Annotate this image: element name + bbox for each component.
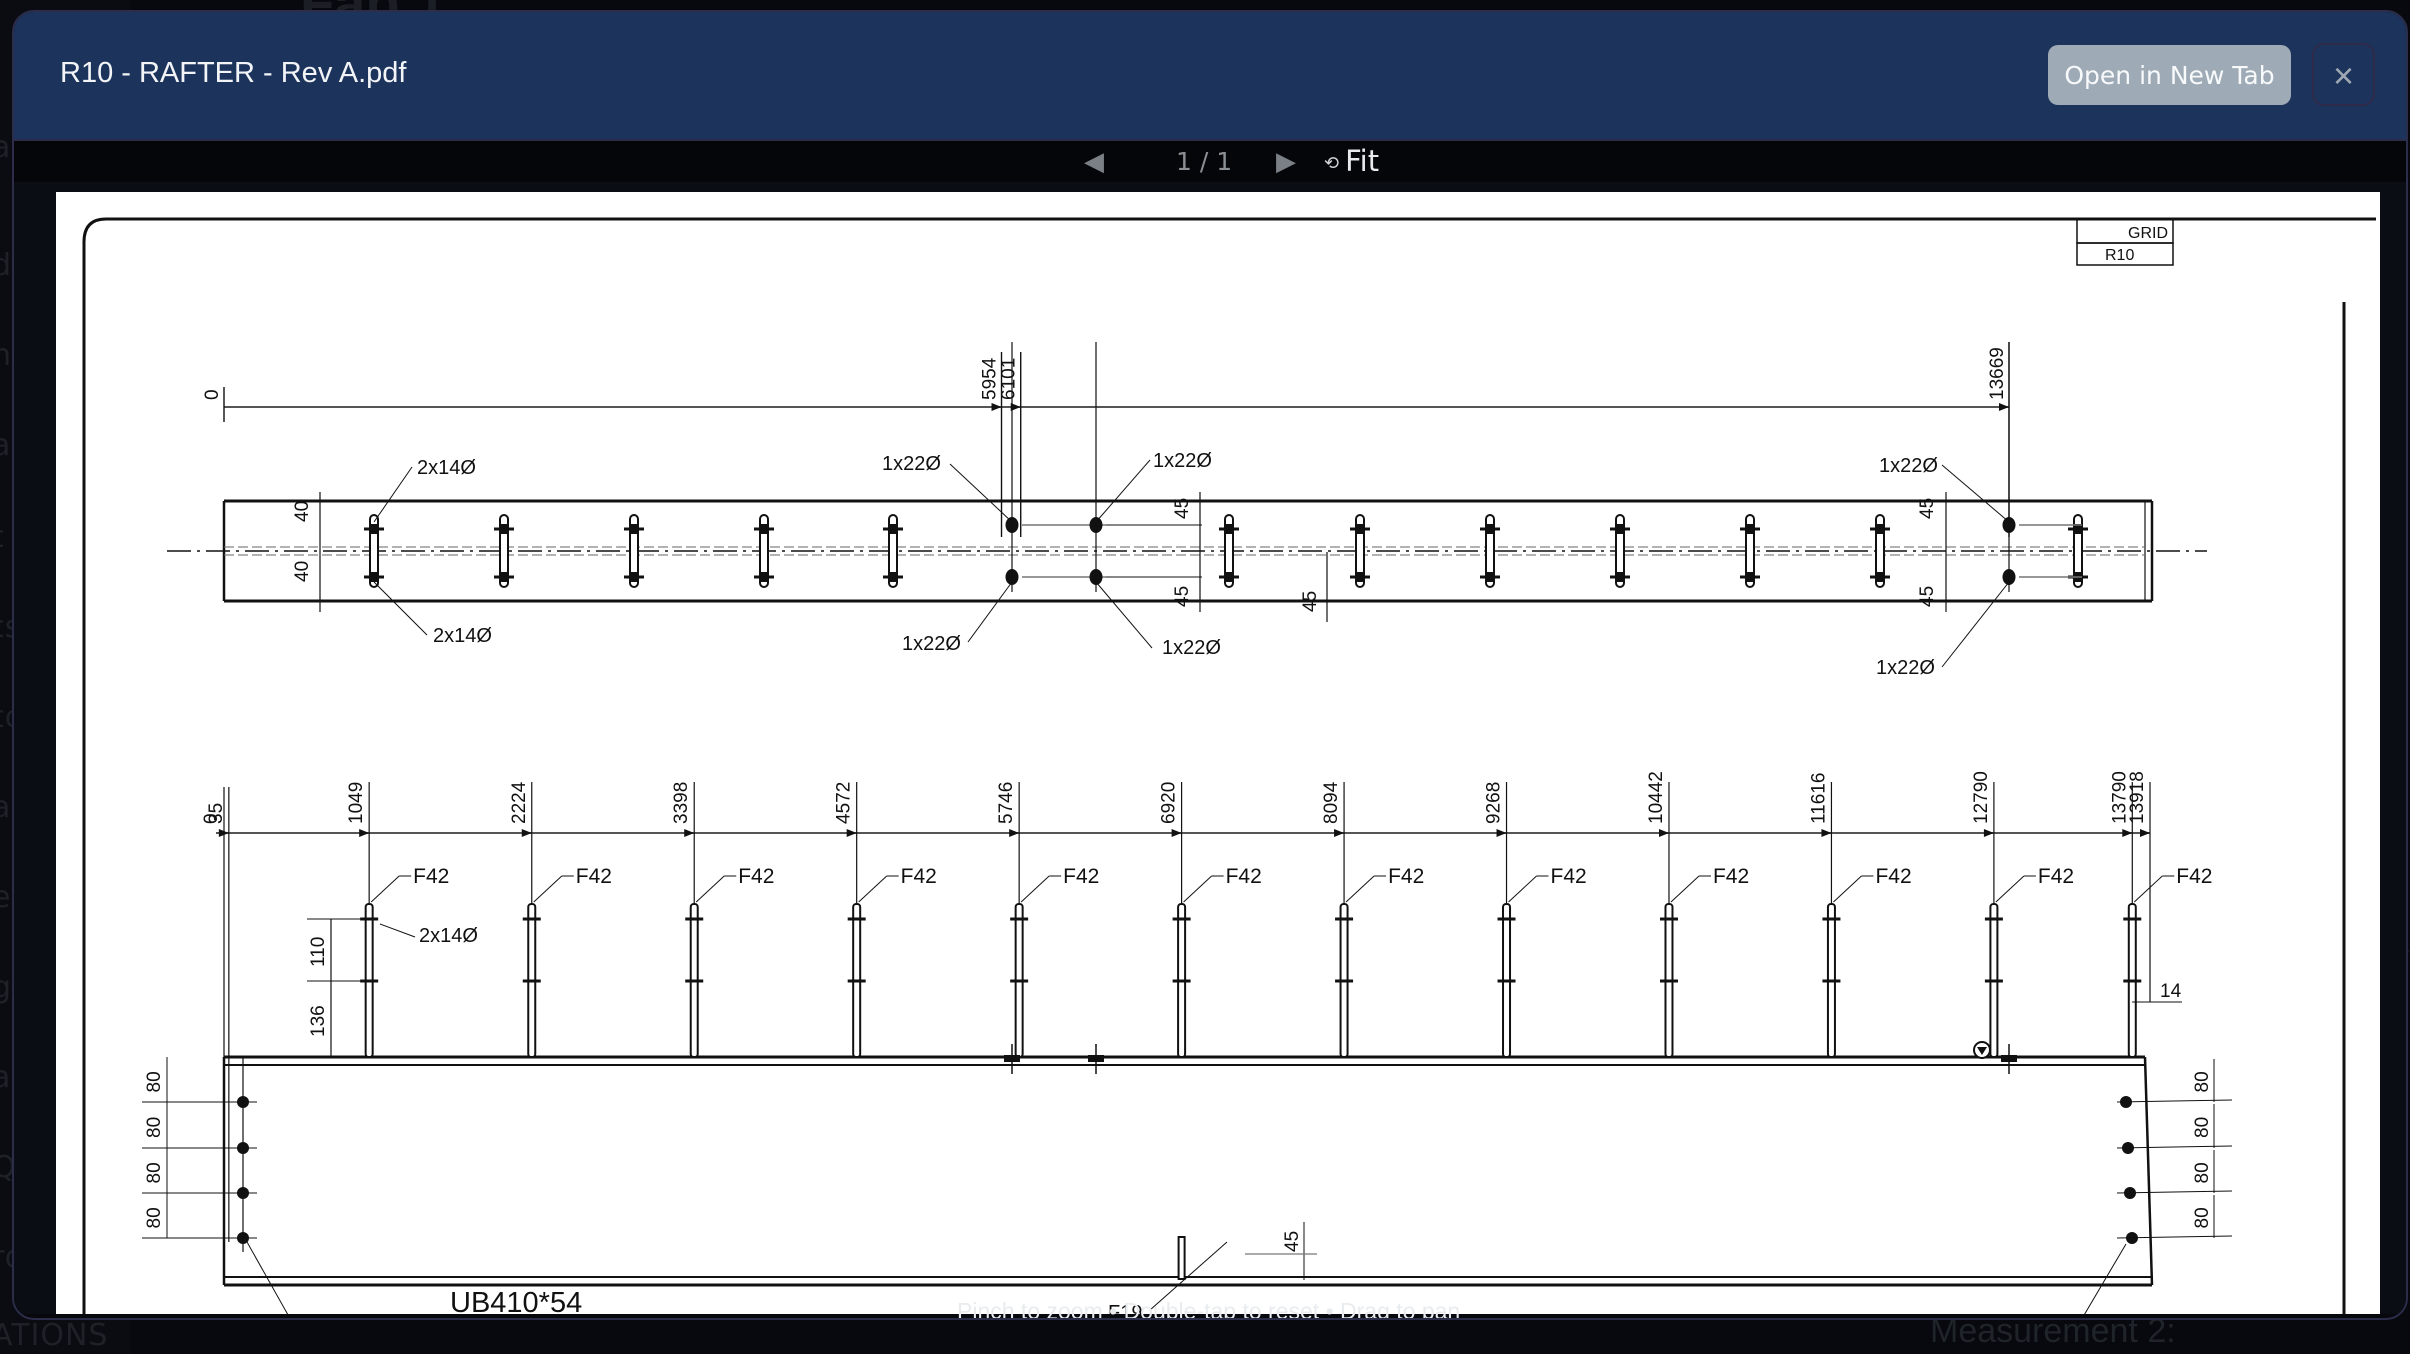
svg-text:1x22Ø: 1x22Ø (1876, 657, 1935, 679)
chevron-left-icon: ◀ (1084, 146, 1104, 176)
svg-text:F42: F42 (1551, 865, 1587, 888)
svg-text:13918: 13918 (2127, 771, 2148, 824)
svg-text:UB410*54: UB410*54 (450, 1287, 582, 1314)
svg-text:5746: 5746 (996, 782, 1017, 824)
svg-text:80: 80 (144, 1162, 165, 1183)
modal-title: R10 - RAFTER - Rev A.pdf (60, 57, 407, 89)
svg-text:35: 35 (206, 803, 227, 824)
svg-text:F42: F42 (1388, 865, 1424, 888)
svg-text:F42: F42 (1226, 865, 1262, 888)
svg-text:F42: F42 (1875, 865, 1911, 888)
svg-text:45: 45 (1172, 586, 1193, 607)
svg-text:F42: F42 (576, 865, 612, 888)
modal-header: R10 - RAFTER - Rev A.pdf Open in New Tab… (14, 12, 2406, 141)
svg-text:2x14Ø: 2x14Ø (417, 457, 476, 479)
svg-text:4572: 4572 (834, 782, 855, 824)
svg-text:0: 0 (201, 813, 222, 824)
svg-text:1x22Ø: 1x22Ø (1153, 450, 1212, 472)
pdf-viewer-modal: R10 - RAFTER - Rev A.pdf Open in New Tab… (12, 10, 2408, 1320)
svg-text:GRID: GRID (2128, 225, 2168, 242)
svg-text:F42: F42 (1713, 865, 1749, 888)
svg-text:6920: 6920 (1159, 782, 1180, 824)
elevation-view: 035 1049 2224 3398 4572 5746 6920 8094 9268 10442… (142, 771, 2233, 1314)
svg-text:R10: R10 (2105, 247, 2134, 264)
close-icon: × (2332, 55, 2355, 96)
fit-button[interactable]: ⟲Fit (1324, 144, 1379, 178)
svg-text:3398: 3398 (671, 782, 692, 824)
title-block: GRID R10 (2076, 218, 2174, 266)
svg-text:80: 80 (144, 1071, 165, 1092)
background-sidebar-item: ATIONS (0, 1318, 109, 1353)
page-indicator: 1 / 1 (1176, 147, 1233, 176)
chevron-right-icon: ▶ (1276, 146, 1296, 176)
svg-text:45: 45 (1282, 1231, 1303, 1252)
svg-text:11616: 11616 (1808, 773, 1829, 824)
svg-text:45: 45 (1917, 498, 1938, 519)
svg-text:1x22Ø: 1x22Ø (1879, 455, 1938, 477)
svg-text:40: 40 (292, 501, 313, 522)
svg-text:1x22Ø: 1x22Ø (1162, 637, 1221, 659)
svg-text:0: 0 (202, 389, 223, 400)
svg-text:14: 14 (2160, 981, 2182, 1002)
svg-text:40: 40 (292, 561, 313, 582)
svg-text:10442: 10442 (1646, 771, 1667, 824)
svg-text:1049: 1049 (346, 782, 367, 824)
svg-text:80: 80 (144, 1117, 165, 1138)
svg-text:9268: 9268 (1484, 782, 1505, 824)
close-button[interactable]: × (2312, 43, 2375, 106)
svg-text:2x14Ø: 2x14Ø (419, 925, 478, 947)
svg-text:45: 45 (1917, 586, 1938, 607)
svg-text:F42: F42 (2038, 865, 2074, 888)
pdf-toolbar: ◀ 1 / 1 ▶ ⟲Fit (14, 141, 2406, 182)
svg-text:6101: 6101 (999, 358, 1020, 400)
svg-text:F42: F42 (413, 865, 449, 888)
svg-text:5954: 5954 (980, 357, 1001, 400)
reset-icon: ⟲ (1324, 153, 1340, 174)
svg-text:45: 45 (1172, 498, 1193, 519)
svg-text:80: 80 (144, 1207, 165, 1228)
open-in-new-tab-button[interactable]: Open in New Tab (2048, 45, 2291, 105)
svg-text:45: 45 (1300, 591, 1321, 612)
gesture-hint: Pinch to zoom • Double-tap to reset • Dr… (957, 1298, 1461, 1320)
background-sidebar-item: t (0, 520, 5, 555)
svg-text:2224: 2224 (509, 781, 530, 824)
prev-page-button[interactable]: ◀ (1084, 146, 1104, 177)
svg-text:12790: 12790 (1971, 771, 1992, 824)
svg-text:80: 80 (2192, 1162, 2213, 1183)
svg-text:2x14Ø: 2x14Ø (433, 625, 492, 647)
svg-text:1x22Ø: 1x22Ø (902, 633, 961, 655)
svg-text:F42: F42 (2176, 865, 2212, 888)
svg-text:F19: F19 (1108, 1302, 1142, 1314)
svg-text:80: 80 (2192, 1071, 2213, 1092)
svg-text:F42: F42 (1063, 865, 1099, 888)
svg-text:F42: F42 (901, 865, 937, 888)
drawing-frame (82, 217, 2376, 1314)
svg-text:80: 80 (2192, 1117, 2213, 1138)
svg-text:80: 80 (2192, 1207, 2213, 1228)
svg-text:13790: 13790 (2109, 771, 2130, 824)
svg-text:13669: 13669 (1987, 347, 2008, 400)
fit-label: Fit (1345, 144, 1380, 178)
svg-text:1x22Ø: 1x22Ø (882, 453, 941, 475)
svg-text:136: 136 (308, 1005, 329, 1037)
next-page-button[interactable]: ▶ (1276, 146, 1296, 177)
svg-text:F42: F42 (738, 865, 774, 888)
svg-text:110: 110 (308, 937, 329, 967)
svg-text:8094: 8094 (1321, 781, 1342, 824)
